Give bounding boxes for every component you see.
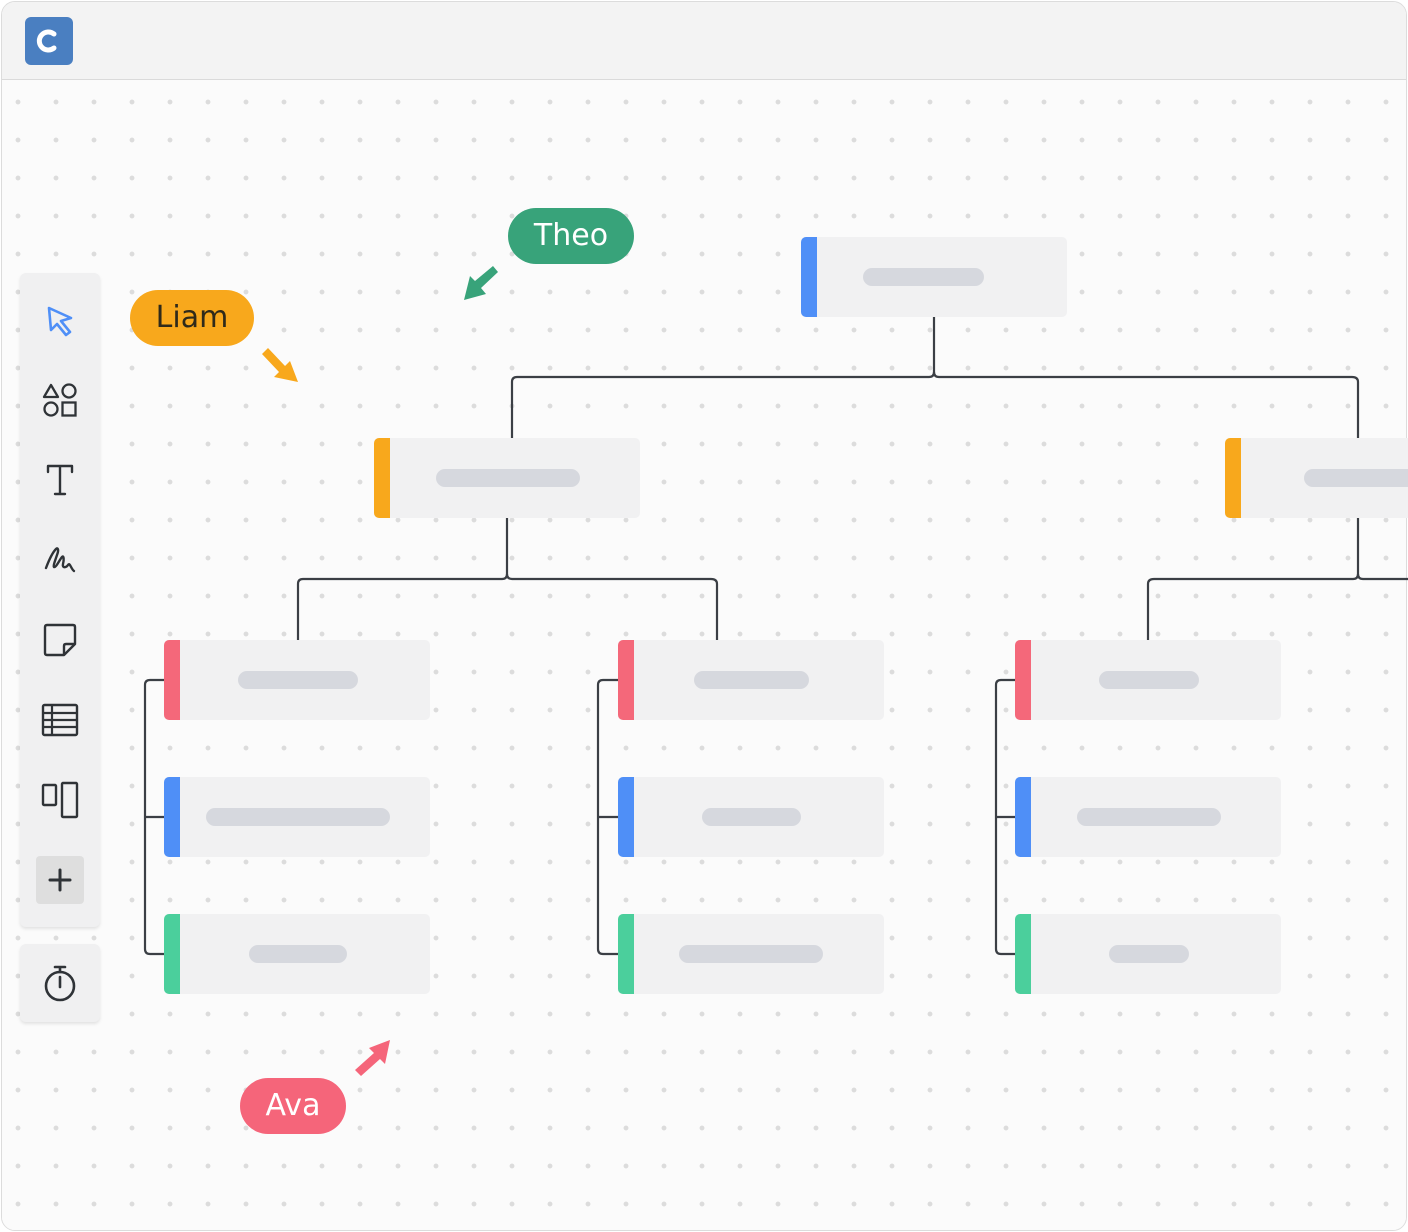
text-placeholder — [1077, 808, 1221, 826]
org-node-team-2-lead[interactable] — [618, 640, 884, 720]
sticky-note-tool-button[interactable] — [20, 610, 100, 670]
pen-scribble-icon — [44, 547, 76, 573]
text-placeholder — [1304, 469, 1408, 487]
node-accent — [801, 237, 817, 317]
org-node-manager-right[interactable] — [1225, 438, 1408, 518]
connector — [296, 518, 509, 640]
timer-button[interactable] — [20, 953, 100, 1013]
text-placeholder — [206, 808, 390, 826]
app-logo-icon[interactable] — [25, 17, 73, 65]
tool-palette — [20, 273, 100, 927]
frame-icon — [41, 781, 79, 819]
collaborator-label-ava: Ava — [240, 1078, 346, 1134]
shapes-tool-button[interactable] — [20, 370, 100, 430]
table-tool-button[interactable] — [20, 690, 100, 750]
org-node-root[interactable] — [801, 237, 1067, 317]
table-icon — [41, 703, 79, 737]
node-accent — [164, 777, 180, 857]
connector — [932, 371, 1360, 438]
node-accent — [618, 914, 634, 994]
collaborator-label-theo: Theo — [508, 208, 634, 264]
timer-palette — [20, 944, 100, 1022]
node-accent — [1225, 438, 1241, 518]
add-tool-button[interactable] — [20, 850, 100, 910]
text-placeholder — [679, 945, 823, 963]
org-node-team-2-member-2[interactable] — [618, 914, 884, 994]
sticky-note-icon — [43, 623, 77, 657]
collaborator-cursor-ava-icon — [355, 1040, 390, 1076]
title-bar — [2, 2, 1406, 80]
collaborator-cursor-theo-icon — [464, 266, 498, 300]
org-node-manager-left[interactable] — [374, 438, 640, 518]
node-accent — [1015, 640, 1031, 720]
org-node-team-2-member-1[interactable] — [618, 777, 884, 857]
text-tool-button[interactable] — [20, 450, 100, 510]
connector — [510, 317, 936, 438]
text-placeholder — [249, 945, 347, 963]
connector — [505, 573, 719, 640]
shapes-icon — [42, 383, 77, 417]
org-node-team-3-lead[interactable] — [1015, 640, 1281, 720]
text-placeholder — [1099, 671, 1199, 689]
text-placeholder — [694, 671, 809, 689]
org-node-team-1-lead[interactable] — [164, 640, 430, 720]
collaborator-cursor-liam-icon — [262, 348, 298, 382]
pointer-arrow-icon — [47, 306, 73, 337]
text-placeholder — [238, 671, 358, 689]
plus-icon — [48, 868, 72, 892]
org-node-team-1-member-1[interactable] — [164, 777, 430, 857]
text-placeholder — [863, 268, 984, 286]
connector — [1146, 518, 1360, 640]
node-accent — [164, 640, 180, 720]
text-placeholder — [1109, 945, 1189, 963]
node-accent — [1015, 914, 1031, 994]
node-accent — [1015, 777, 1031, 857]
org-node-team-3-member-2[interactable] — [1015, 914, 1281, 994]
frame-tool-button[interactable] — [20, 770, 100, 830]
stopwatch-icon — [44, 965, 76, 1002]
select-tool-button[interactable] — [20, 291, 100, 351]
text-icon — [46, 464, 74, 496]
pen-tool-button[interactable] — [20, 530, 100, 590]
text-placeholder — [702, 808, 801, 826]
org-node-team-1-member-2[interactable] — [164, 914, 430, 994]
collaborator-label-liam: Liam — [130, 290, 254, 346]
org-node-team-3-member-1[interactable] — [1015, 777, 1281, 857]
add-tool-highlight — [36, 856, 84, 904]
text-placeholder — [436, 469, 580, 487]
node-accent — [164, 914, 180, 994]
node-accent — [618, 777, 634, 857]
node-accent — [374, 438, 390, 518]
connector — [1356, 573, 1408, 581]
node-accent — [618, 640, 634, 720]
